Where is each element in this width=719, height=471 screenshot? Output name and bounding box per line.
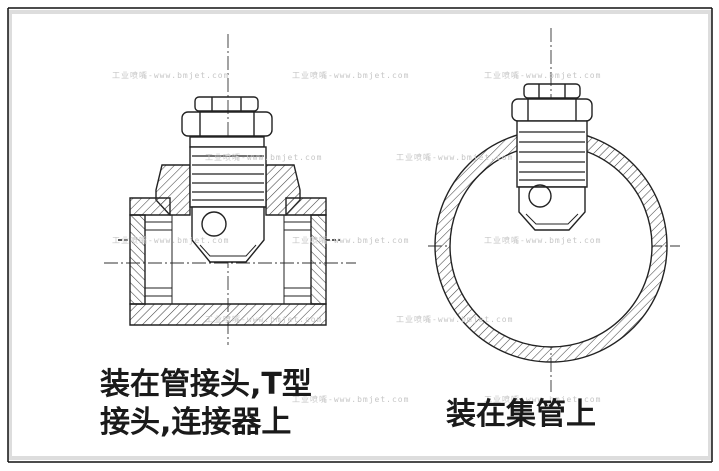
caption-tee-connector: 装在管接头,T型 接头,连接器上 xyxy=(100,366,400,442)
threaded-stem xyxy=(189,146,267,208)
outer-frame xyxy=(7,7,713,463)
watermark: 工业喷嘴-www.bmjet.com xyxy=(484,236,602,245)
watermark: 工业喷嘴-www.bmjet.com xyxy=(484,71,602,80)
watermark: 工业喷嘴-www.bmjet.com xyxy=(292,236,410,245)
watermark: 工业喷嘴-www.bmjet.com xyxy=(292,71,410,80)
hex-nut xyxy=(511,83,593,122)
watermark: 工业喷嘴-www.bmjet.com xyxy=(292,395,410,404)
watermark: 工业喷嘴-www.bmjet.com xyxy=(205,153,323,162)
pipe-ring xyxy=(434,129,668,363)
caption-header-pipe: 装在集管上 xyxy=(446,397,596,432)
watermark: 工业喷嘴-www.bmjet.com xyxy=(112,236,230,245)
watermark: 工业喷嘴-www.bmjet.com xyxy=(484,395,602,404)
watermark: 工业喷嘴-www.bmjet.com xyxy=(205,315,323,324)
caption-line-1: 装在管接头,T型 xyxy=(100,367,312,402)
threaded-stem xyxy=(516,120,588,188)
tee-connector-drawing xyxy=(104,34,356,345)
watermark: 工业喷嘴-www.bmjet.com xyxy=(396,153,514,162)
caption-line-2: 接头,连接器上 xyxy=(100,405,292,440)
header-pipe-drawing xyxy=(428,28,680,392)
watermark: 工业喷嘴-www.bmjet.com xyxy=(396,315,514,324)
tee-body xyxy=(118,164,340,326)
nozzle-tip xyxy=(518,184,586,231)
nozzle-tip xyxy=(191,206,265,263)
hex-nut xyxy=(181,96,273,148)
watermark: 工业喷嘴-www.bmjet.com xyxy=(112,71,230,80)
